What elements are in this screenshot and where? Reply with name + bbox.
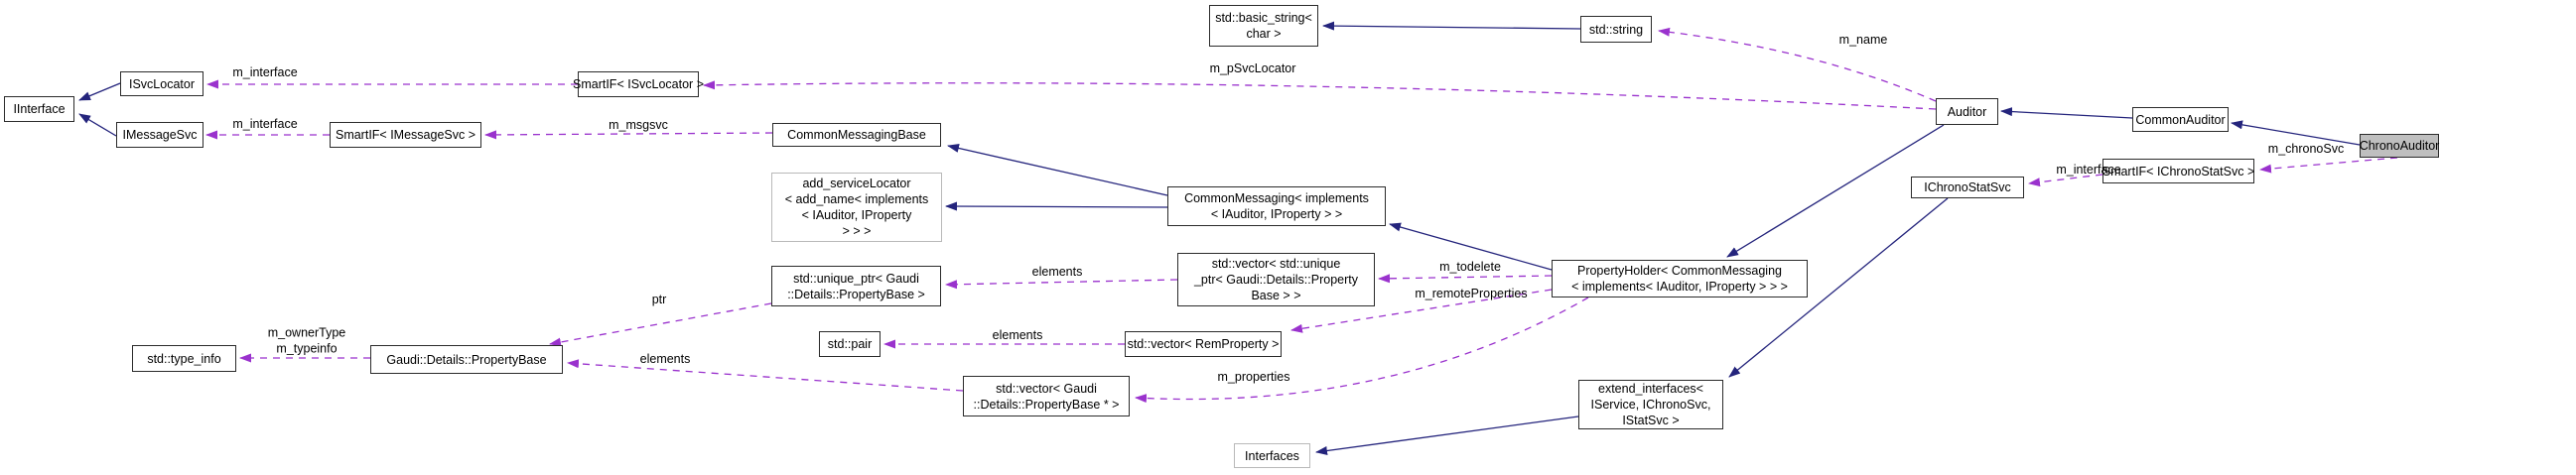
node-vector-remproperty[interactable]: std::vector< RemProperty >: [1125, 331, 1282, 357]
edge-label-ptr: ptr: [651, 293, 667, 307]
node-commonmessagingbase[interactable]: CommonMessagingBase: [772, 123, 941, 147]
node-vector-propertybase-ptr[interactable]: std::vector< Gaudi ::Details::PropertyBa…: [963, 376, 1130, 416]
edge-propertyholder-to-vector-uniqueptr: [1378, 274, 1553, 284]
edge-auditor-to-string-m-name: [1658, 27, 1937, 102]
edge-commonmessaging-to-commonmessagingbase: [947, 144, 1168, 196]
edge-ichronostatsvc-to-extendinterfaces: [1728, 197, 1949, 378]
node-commonmessaging[interactable]: CommonMessaging< implements < IAuditor, …: [1167, 186, 1386, 226]
edge-label-m-todelete: m_todelete: [1439, 260, 1501, 275]
edge-propertyholder-to-vector-remproperty: [1290, 289, 1553, 333]
edge-label-elements-uniqueptr: elements: [1031, 265, 1083, 280]
edge-label-m-msgsvc: m_msgsvc: [609, 118, 668, 133]
edge-label-m-properties: m_properties: [1217, 370, 1290, 385]
node-ichronostatsvc[interactable]: IChronoStatSvc: [1911, 177, 2024, 198]
edge-chronoauditor-to-smartif-ichronostatsvc: [2259, 157, 2398, 174]
node-chronoauditor[interactable]: ChronoAuditor: [2360, 134, 2439, 158]
node-interfaces: Interfaces: [1234, 443, 1310, 468]
edge-chronoauditor-to-commonauditor: [2231, 120, 2361, 146]
edge-label-m-name: m_name: [1838, 33, 1888, 48]
edge-label-m-chronosvc: m_chronoSvc: [2267, 142, 2345, 157]
node-propertyholder[interactable]: PropertyHolder< CommonMessaging < implem…: [1552, 260, 1808, 297]
node-isvclocator[interactable]: ISvcLocator: [120, 71, 203, 96]
node-std-type-info[interactable]: std::type_info: [132, 345, 236, 372]
node-smartif-imessagesvc[interactable]: SmartIF< IMessageSvc >: [330, 122, 481, 148]
edge-propertyholder-to-commonmessaging: [1389, 222, 1553, 271]
node-imessagesvc[interactable]: IMessageSvc: [116, 122, 203, 148]
edge-propertyholder-to-vector-propertybaseptr: [1135, 297, 1589, 404]
edge-string-to-basicstring: [1322, 21, 1581, 31]
node-add-servicelocator: add_serviceLocator < add_name< implement…: [771, 173, 942, 242]
edge-label-m-interface-msg: m_interface: [232, 117, 298, 132]
edge-extendinterfaces-to-interfaces: [1315, 416, 1579, 455]
edge-uniqueptr-to-propertybase-ptr: [549, 302, 772, 347]
node-smartif-isvclocator[interactable]: SmartIF< ISvcLocator >: [573, 71, 704, 97]
edge-label-m-psvclocator: m_pSvcLocator: [1209, 61, 1296, 76]
edge-auditor-to-propertyholder: [1726, 124, 1945, 258]
node-extend-interfaces[interactable]: extend_interfaces< IService, IChronoSvc,…: [1578, 380, 1723, 429]
edge-label-m-ownertype-m-typeinfo: m_ownerType m_typeinfo: [267, 325, 346, 355]
edge-isvclocator-to-iinterface: [78, 82, 121, 101]
node-std-string[interactable]: std::string: [1580, 16, 1652, 43]
node-unique-ptr-propertybase[interactable]: std::unique_ptr< Gaudi ::Details::Proper…: [771, 266, 941, 306]
node-std-pair[interactable]: std::pair: [819, 331, 881, 357]
node-std-basic-string[interactable]: std::basic_string< char >: [1209, 5, 1318, 47]
node-iinterface[interactable]: IInterface: [4, 96, 74, 122]
edge-label-m-interface-chrono: m_interface: [2056, 163, 2121, 178]
edge-imessagesvc-to-iinterface: [78, 113, 117, 137]
edge-vector-propertybaseptr-to-propertybase: [567, 359, 964, 392]
edge-commonmessagingbase-to-smartif-imessagesvc: [484, 130, 773, 140]
edge-auditor-to-smartif-isvclocator: [703, 80, 1937, 110]
edge-label-m-interface-svc: m_interface: [232, 65, 298, 80]
node-vector-unique-ptr[interactable]: std::vector< std::unique _ptr< Gaudi::De…: [1177, 253, 1375, 306]
node-commonauditor[interactable]: CommonAuditor: [2132, 107, 2229, 132]
edge-label-m-remoteproperties: m_remoteProperties: [1415, 287, 1528, 301]
node-auditor[interactable]: Auditor: [1936, 98, 1998, 125]
edge-commonmessaging-to-addservicelocator: [945, 201, 1168, 211]
edge-label-elements-pair: elements: [992, 328, 1043, 343]
edge-label-elements-pbptr: elements: [639, 352, 691, 367]
edge-commonauditor-to-auditor: [2000, 107, 2133, 119]
node-smartif-ichronostatsvc[interactable]: SmartIF< IChronoStatSvc >: [2102, 159, 2254, 183]
node-gaudi-details-propertybase[interactable]: Gaudi::Details::PropertyBase: [370, 345, 563, 374]
